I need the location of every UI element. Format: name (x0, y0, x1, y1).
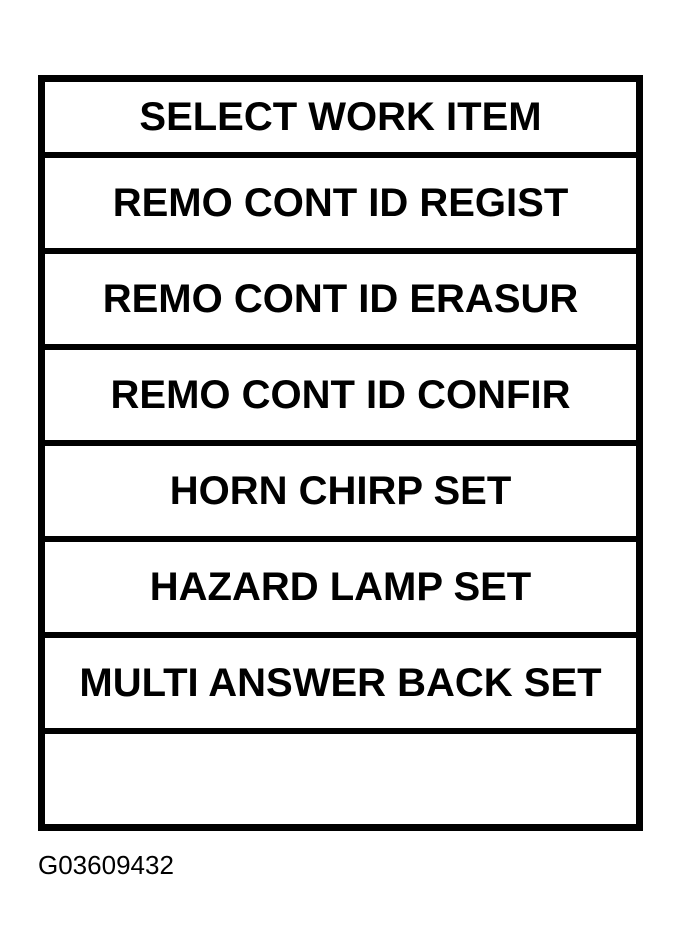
menu-item-remo-cont-id-erasur[interactable]: REMO CONT ID ERASUR (45, 248, 636, 344)
menu-item-label: HORN CHIRP SET (169, 469, 512, 513)
menu-header-row: SELECT WORK ITEM (45, 82, 636, 152)
menu-item-horn-chirp-set[interactable]: HORN CHIRP SET (45, 440, 636, 536)
menu-item-label: REMO CONT ID REGIST (112, 181, 569, 225)
menu-item-remo-cont-id-confir[interactable]: REMO CONT ID CONFIR (45, 344, 636, 440)
menu-empty-row (45, 728, 636, 824)
menu-header-label: SELECT WORK ITEM (139, 95, 542, 139)
menu-item-label: HAZARD LAMP SET (149, 565, 532, 609)
menu-item-label: REMO CONT ID CONFIR (110, 373, 571, 417)
menu-item-multi-answer-back-set[interactable]: MULTI ANSWER BACK SET (45, 632, 636, 728)
menu-item-remo-cont-id-regist[interactable]: REMO CONT ID REGIST (45, 152, 636, 248)
menu-item-label: REMO CONT ID ERASUR (102, 277, 579, 321)
menu-item-label: MULTI ANSWER BACK SET (79, 661, 602, 705)
select-work-item-menu: SELECT WORK ITEM REMO CONT ID REGIST REM… (38, 75, 643, 831)
figure-id: G03609432 (38, 850, 174, 880)
menu-item-hazard-lamp-set[interactable]: HAZARD LAMP SET (45, 536, 636, 632)
